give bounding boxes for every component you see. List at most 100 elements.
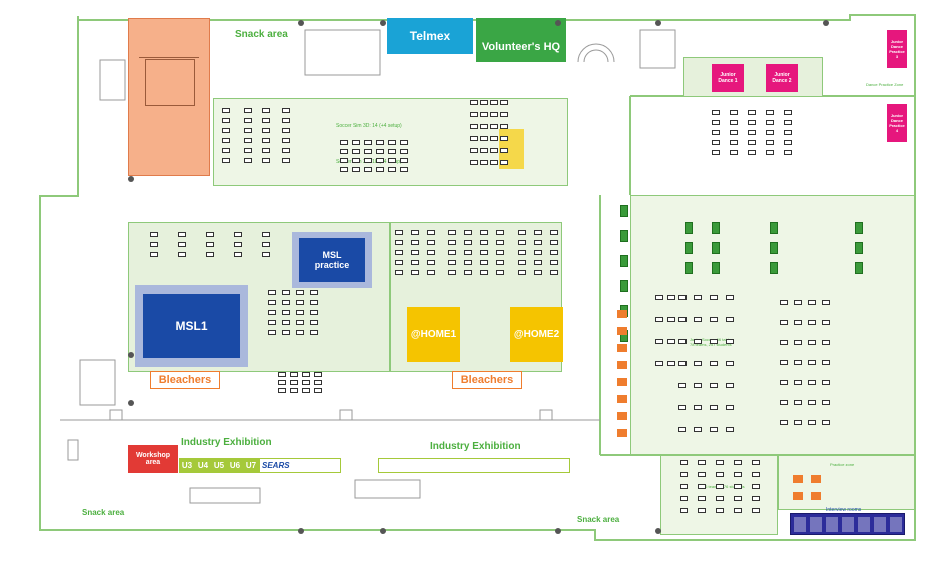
table-mark xyxy=(808,380,816,385)
industry-exhibition-right-label: Industry Exhibition xyxy=(430,441,521,452)
table-mark xyxy=(376,149,384,154)
table-mark xyxy=(667,295,675,300)
table-mark xyxy=(822,300,830,305)
table-mark xyxy=(667,339,675,344)
table-mark xyxy=(678,317,686,322)
table-mark xyxy=(150,242,158,247)
home2-field: @HOME2 xyxy=(510,307,563,362)
table-mark xyxy=(490,136,498,141)
table-mark xyxy=(480,100,488,105)
table-mark xyxy=(448,270,456,275)
booth-u3: U3 xyxy=(179,458,195,473)
table-mark xyxy=(680,460,688,465)
table-mark xyxy=(855,262,863,274)
pillar xyxy=(555,528,561,534)
table-mark xyxy=(710,405,718,410)
table-mark xyxy=(793,475,803,483)
table-mark xyxy=(278,372,286,377)
table-mark xyxy=(698,484,706,489)
table-mark xyxy=(464,240,472,245)
table-mark xyxy=(534,250,542,255)
table-mark xyxy=(730,140,738,145)
pillar xyxy=(655,528,661,534)
table-mark xyxy=(534,230,542,235)
table-mark xyxy=(464,230,472,235)
table-mark xyxy=(822,380,830,385)
table-mark xyxy=(464,270,472,275)
table-mark xyxy=(680,472,688,477)
pillar xyxy=(128,176,134,182)
table-mark xyxy=(518,270,526,275)
table-mark xyxy=(734,472,742,477)
table-mark xyxy=(296,290,304,295)
table-mark xyxy=(748,120,756,125)
table-mark xyxy=(794,340,802,345)
table-mark xyxy=(282,148,290,153)
table-mark xyxy=(234,252,242,257)
table-mark xyxy=(752,508,760,513)
snack-area-top-label: Snack area xyxy=(235,29,288,40)
table-mark xyxy=(698,460,706,465)
table-mark xyxy=(244,148,252,153)
table-mark xyxy=(268,290,276,295)
table-mark xyxy=(340,167,348,172)
table-mark xyxy=(770,222,778,234)
table-mark xyxy=(766,140,774,145)
table-mark xyxy=(364,167,372,172)
table-mark xyxy=(620,255,628,267)
table-mark xyxy=(480,124,488,129)
table-mark xyxy=(222,118,230,123)
pillar xyxy=(655,20,661,26)
table-mark xyxy=(766,150,774,155)
table-mark xyxy=(694,295,702,300)
table-mark xyxy=(780,340,788,345)
table-mark xyxy=(500,136,508,141)
table-mark xyxy=(655,295,663,300)
bleachers-left-label: Bleachers xyxy=(158,374,212,386)
pillar xyxy=(298,528,304,534)
table-mark xyxy=(500,100,508,105)
table-mark xyxy=(352,149,360,154)
table-mark xyxy=(734,484,742,489)
home2-label: @HOME2 xyxy=(513,329,560,340)
pillar xyxy=(128,400,134,406)
table-mark xyxy=(680,496,688,501)
table-mark xyxy=(296,310,304,315)
table-mark xyxy=(395,230,403,235)
table-mark xyxy=(282,330,290,335)
table-mark xyxy=(244,108,252,113)
table-mark xyxy=(206,252,214,257)
table-mark xyxy=(262,118,270,123)
table-mark xyxy=(794,380,802,385)
table-mark xyxy=(314,388,322,393)
table-mark xyxy=(490,124,498,129)
table-mark xyxy=(617,395,627,403)
table-mark xyxy=(282,138,290,143)
table-mark xyxy=(655,317,663,322)
table-mark xyxy=(770,262,778,274)
table-mark xyxy=(388,140,396,145)
table-mark xyxy=(427,230,435,235)
msl1-label: MSL1 xyxy=(175,319,208,333)
table-mark xyxy=(268,330,276,335)
table-mark xyxy=(716,460,724,465)
table-mark xyxy=(470,160,478,165)
table-mark xyxy=(726,317,734,322)
home1-label: @HOME1 xyxy=(410,329,457,340)
table-mark xyxy=(448,240,456,245)
peach-hall xyxy=(128,18,210,176)
table-mark xyxy=(290,372,298,377)
table-mark xyxy=(222,128,230,133)
table-mark xyxy=(780,360,788,365)
table-mark xyxy=(811,475,821,483)
table-mark xyxy=(364,149,372,154)
table-mark xyxy=(310,290,318,295)
table-mark xyxy=(808,340,816,345)
table-mark xyxy=(480,160,488,165)
table-mark xyxy=(698,496,706,501)
table-mark xyxy=(427,260,435,265)
table-mark xyxy=(411,240,419,245)
table-mark xyxy=(268,310,276,315)
table-mark xyxy=(411,260,419,265)
table-mark xyxy=(206,232,214,237)
